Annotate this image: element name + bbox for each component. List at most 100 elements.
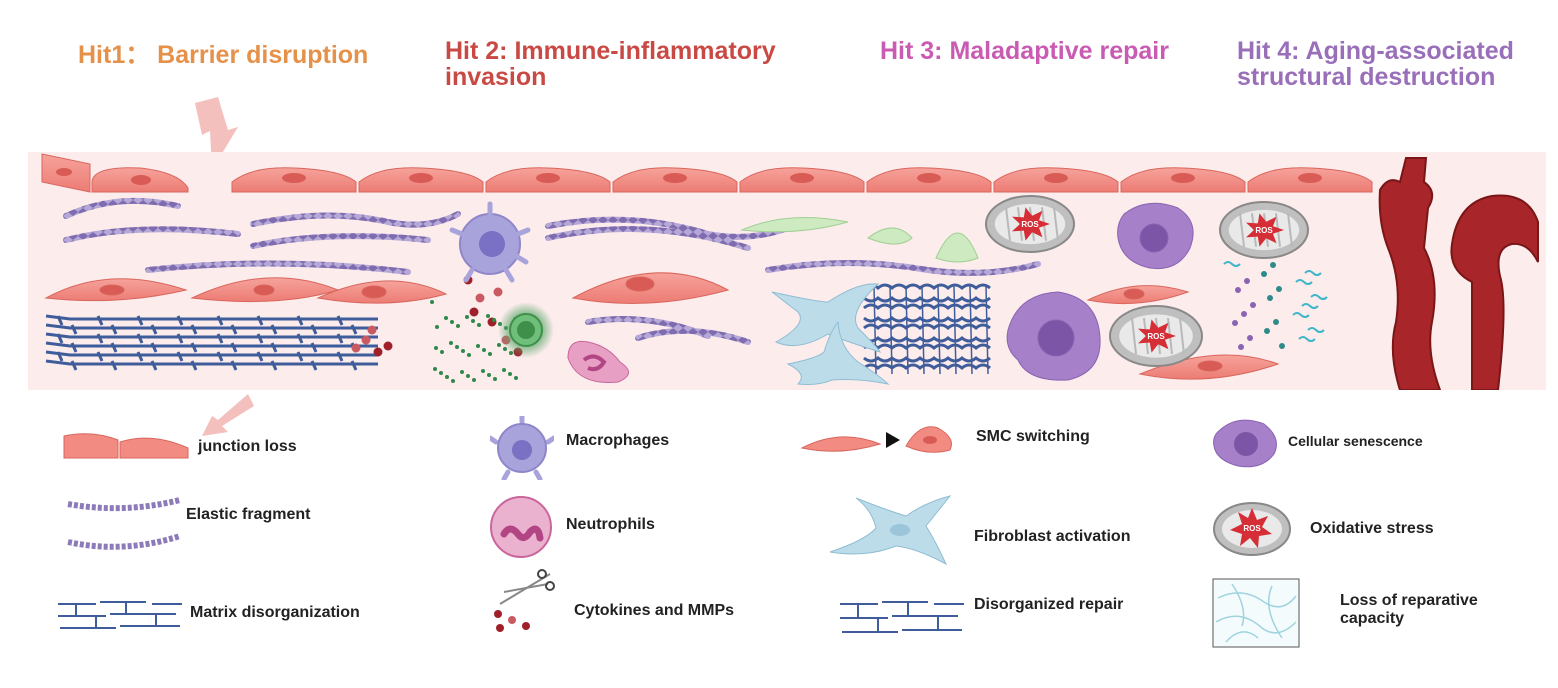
aging-particle xyxy=(1250,302,1256,308)
chemokine-dot xyxy=(456,324,460,328)
cellular-senescence-icon xyxy=(1213,419,1277,468)
legend-neutrophils: Neutrophils xyxy=(566,516,655,533)
cytokine-dot xyxy=(493,287,503,297)
legend-macrophages: Macrophages xyxy=(566,432,670,449)
aging-particle xyxy=(1276,286,1282,292)
cytokines-scissors-icon xyxy=(494,569,555,632)
ros-label: ROS xyxy=(1255,226,1273,235)
chemokine-dot xyxy=(502,368,506,372)
legend-smc-switching: SMC switching xyxy=(976,428,1090,445)
chemokine-dot xyxy=(460,370,464,374)
macrophage-cell xyxy=(449,201,531,283)
endothelial-cell xyxy=(485,167,611,193)
chemokine-dot xyxy=(493,377,497,381)
aging-fragment xyxy=(1307,327,1325,333)
chemokine-dot xyxy=(439,371,443,375)
legend-oxidative-stress: Oxidative stress xyxy=(1310,520,1434,537)
aging-fragment xyxy=(1304,270,1322,276)
matrix-mesh xyxy=(45,314,378,371)
matrix-disorganization-icon xyxy=(58,601,182,629)
mitochondrion-ros: ROS xyxy=(1219,201,1309,259)
chemokine-dot xyxy=(497,343,501,347)
legend-cytokines-mmps: Cytokines and MMPs xyxy=(574,602,735,619)
hit3-title: Hit 3: Maladaptive repair xyxy=(880,37,1169,65)
disorganized-repair-mesh xyxy=(863,283,991,375)
chemokine-dot xyxy=(481,369,485,373)
endothelial-cell xyxy=(866,167,992,193)
aging-particle xyxy=(1235,287,1241,293)
barrier-breach-arrow-icon xyxy=(195,97,238,170)
cytokine-dot xyxy=(469,307,479,317)
chemokine-dot xyxy=(487,373,491,377)
legend-matrix-disorganization: Matrix disorganization xyxy=(190,604,360,621)
aging-particle xyxy=(1241,311,1247,317)
chemokine-dot xyxy=(477,323,481,327)
cytokine-dot xyxy=(361,335,371,345)
chemokine-dot xyxy=(435,325,439,329)
aorta-illustration xyxy=(1378,157,1539,390)
hit4-title: Hit 4: Aging-associated structural destr… xyxy=(1237,37,1514,91)
lymphocyte-cell xyxy=(498,302,554,358)
aging-particle xyxy=(1247,335,1253,341)
legend-disorganized-repair: Disorganized repair xyxy=(974,596,1124,613)
endothelial-cell xyxy=(231,167,357,193)
chemokine-dot xyxy=(444,316,448,320)
chemokine-dot xyxy=(486,314,490,318)
senescent-cells xyxy=(1006,202,1194,381)
cytokine-particles xyxy=(351,275,523,383)
vessel-wall-scene: ROS ROS ROS xyxy=(28,152,1546,390)
fibroblast-cells xyxy=(771,283,890,385)
chemokine-dot xyxy=(445,375,449,379)
aging-particle xyxy=(1270,262,1276,268)
aging-particle xyxy=(1279,343,1285,349)
cytokine-dot xyxy=(475,293,485,303)
neutrophil-cell xyxy=(567,340,629,383)
chemokine-dot xyxy=(514,376,518,380)
cytokine-dot xyxy=(373,347,383,357)
legend-loss-reparative: Loss of reparative capacity xyxy=(1340,592,1478,627)
legend-junction-loss: junction loss xyxy=(198,438,297,455)
aging-particle xyxy=(1267,295,1273,301)
smc-switching-icon xyxy=(800,426,952,453)
endothelial-cell xyxy=(993,167,1119,193)
endothelial-cell xyxy=(1247,167,1373,193)
endothelial-lining xyxy=(41,153,189,193)
aging-particles xyxy=(1223,261,1328,350)
endothelial-cell xyxy=(358,167,484,193)
chemokine-dot xyxy=(466,374,470,378)
aging-particle xyxy=(1232,320,1238,326)
endothelial-cells xyxy=(231,167,1373,193)
chemokine-dot xyxy=(449,341,453,345)
aging-fragment xyxy=(1223,261,1241,267)
mitochondrion-ros: ROS xyxy=(985,195,1075,253)
ros-label: ROS xyxy=(1147,332,1165,341)
chemokine-dot xyxy=(440,350,444,354)
chemokine-dot xyxy=(434,346,438,350)
hit1-title: Hit1： Barrier disruption xyxy=(78,41,369,69)
aging-fragment xyxy=(1298,336,1316,342)
chemokine-dot xyxy=(455,345,459,349)
chemokine-dot xyxy=(482,348,486,352)
legend-fibroblast-activation: Fibroblast activation xyxy=(974,528,1131,545)
macrophage-icon xyxy=(490,416,554,480)
loss-reparative-icon xyxy=(1212,578,1300,648)
scene-canvas: ROS ROS ROS xyxy=(41,153,1539,390)
elastic-fragment-icon xyxy=(67,497,181,550)
fibroblast-activation-icon xyxy=(829,495,952,566)
aging-particle xyxy=(1238,344,1244,350)
chemokine-dot xyxy=(508,372,512,376)
chemokine-dot xyxy=(461,349,465,353)
aging-fragment xyxy=(1301,303,1319,309)
aging-particle xyxy=(1264,328,1270,334)
oxidative-stress-icon: ROS xyxy=(1213,502,1291,556)
chemokine-dot xyxy=(450,320,454,324)
chemokine-dot xyxy=(472,378,476,382)
chemokine-dot xyxy=(471,319,475,323)
endothelial-cell xyxy=(739,167,865,193)
chemokine-dot xyxy=(430,300,434,304)
myofibroblast-cells xyxy=(740,217,979,263)
chemokine-dot xyxy=(476,344,480,348)
elastic-fibers xyxy=(63,197,1041,345)
aging-fragment xyxy=(1295,279,1313,285)
junction-loss-arrow-icon xyxy=(202,394,254,436)
